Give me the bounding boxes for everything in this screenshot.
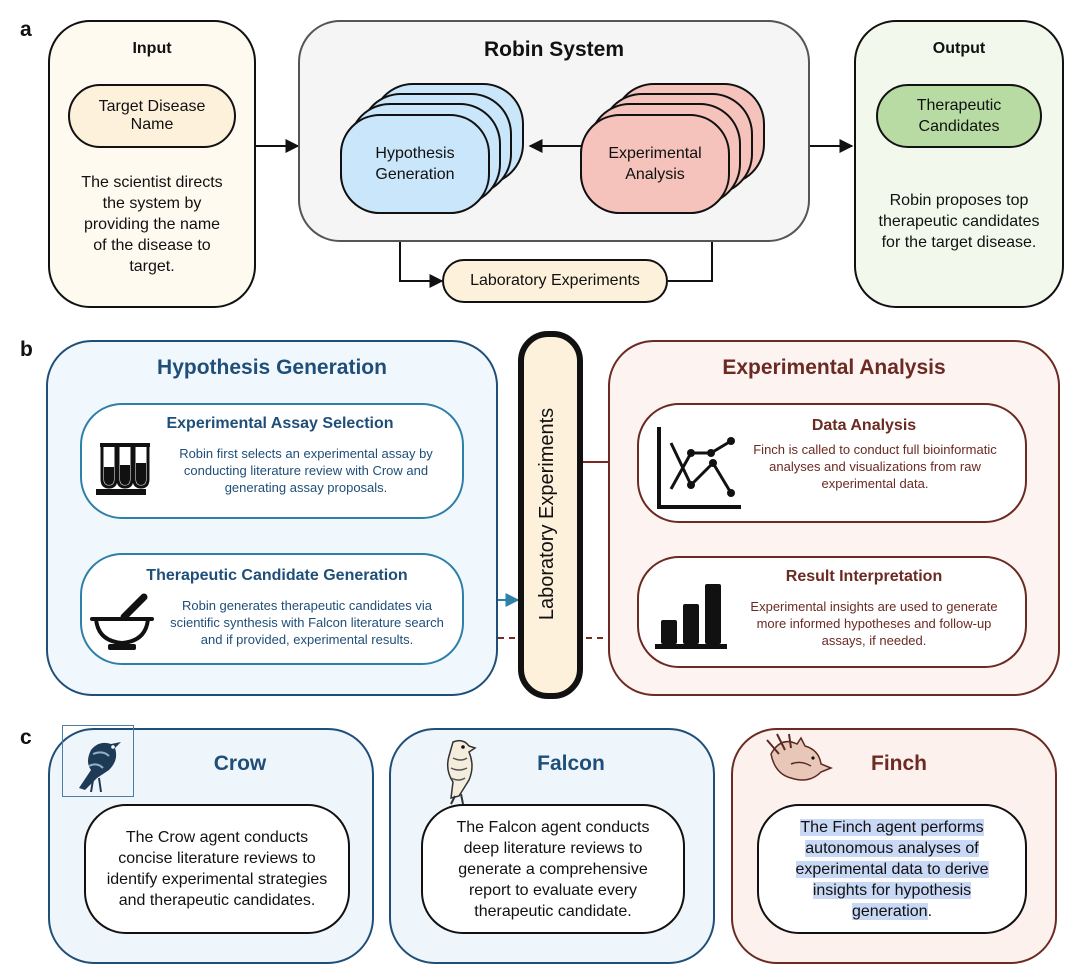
input-title: Input [132, 40, 172, 57]
bar-chart-icon [655, 584, 727, 649]
candidate-generation-text: Robin generates therapeutic candidates v… [170, 598, 444, 647]
crow-icon [79, 742, 121, 793]
falcon-icon [446, 739, 477, 805]
finch-icon [766, 733, 834, 781]
finch-description-card: The Finch agent performs autonomous anal… [757, 804, 1027, 934]
panel-c-letter: c [20, 726, 32, 749]
finch-description-wrap: The Finch agent performs autonomous anal… [781, 817, 1003, 922]
finch-agent-box: Finch The Finch agent performs autonomou… [731, 728, 1057, 964]
crow-name: Crow [213, 752, 267, 775]
finch-description-end: . [927, 902, 933, 920]
mortar-pestle-icon [90, 593, 154, 650]
target-disease-chip: Target Disease Name [68, 84, 236, 148]
assay-selection-text: Robin first selects an experimental assa… [179, 446, 433, 495]
hypothesis-panel-title: Hypothesis Generation [157, 356, 387, 379]
falcon-description-card: The Falcon agent conducts deep literatur… [421, 804, 685, 934]
data-analysis-card: Data Analysis Finch is called to conduct… [637, 403, 1027, 523]
assay-selection-card: Experimental Assay Selection Robin first… [80, 403, 464, 519]
finch-name: Finch [871, 752, 927, 775]
panel-a-letter: a [20, 18, 32, 41]
panel-b-letter: b [20, 338, 33, 361]
crow-description-card: The Crow agent conducts concise literatu… [84, 804, 350, 934]
experimental-analysis-front: Experimental Analysis [580, 114, 730, 214]
crow-agent-box: Crow The Crow agent conducts concise lit… [48, 728, 374, 964]
result-interpretation-title: Result Interpretation [785, 568, 943, 585]
target-disease-label: Target Disease Name [98, 98, 206, 133]
experimental-analysis-front-label: Experimental Analysis [608, 145, 702, 183]
lab-experiments-pillar: Laboratory Experiments [518, 331, 583, 699]
data-analysis-title: Data Analysis [811, 417, 917, 434]
falcon-agent-box: Falcon The Falcon agent conducts deep li… [389, 728, 715, 964]
result-interpretation-text: Experimental insights are used to genera… [750, 599, 998, 648]
candidate-generation-title: Therapeutic Candidate Generation [146, 567, 408, 584]
candidate-generation-card: Therapeutic Candidate Generation Robin g… [80, 553, 464, 665]
output-box: Output Therapeutic Candidates Robin prop… [854, 20, 1064, 308]
input-description: The scientist directs the system by prov… [81, 174, 223, 275]
hypothesis-generation-front: Hypothesis Generation [340, 114, 490, 214]
analysis-panel-title: Experimental Analysis [722, 356, 946, 379]
robin-system-title: Robin System [483, 38, 625, 61]
falcon-description: The Falcon agent conducts deep literatur… [456, 818, 650, 920]
crow-icon-frame [62, 725, 134, 797]
therapeutic-candidates-chip: Therapeutic Candidates [876, 84, 1042, 148]
line-plot-icon [657, 427, 741, 509]
lab-experiments-vertical-label: Laboratory Experiments [536, 407, 558, 621]
finch-description-highlighted: The Finch agent performs autonomous anal… [795, 818, 989, 920]
laboratory-experiments-label: Laboratory Experiments [470, 272, 640, 289]
output-description: Robin proposes top therapeutic candidate… [878, 192, 1040, 251]
assay-selection-title: Experimental Assay Selection [166, 415, 394, 432]
falcon-name: Falcon [537, 752, 605, 775]
input-box: Input Target Disease Name The scientist … [48, 20, 256, 308]
test-tubes-icon [96, 443, 150, 495]
therapeutic-candidates-label: Therapeutic Candidates [916, 97, 1002, 135]
laboratory-experiments-chip: Laboratory Experiments [442, 259, 668, 303]
hypothesis-generation-front-label: Hypothesis Generation [375, 145, 455, 183]
data-analysis-text: Finch is called to conduct full bioinfor… [753, 442, 997, 491]
crow-description: The Crow agent conducts concise literatu… [106, 829, 328, 909]
result-interpretation-card: Result Interpretation Experimental insig… [637, 556, 1027, 668]
output-title: Output [932, 40, 986, 57]
